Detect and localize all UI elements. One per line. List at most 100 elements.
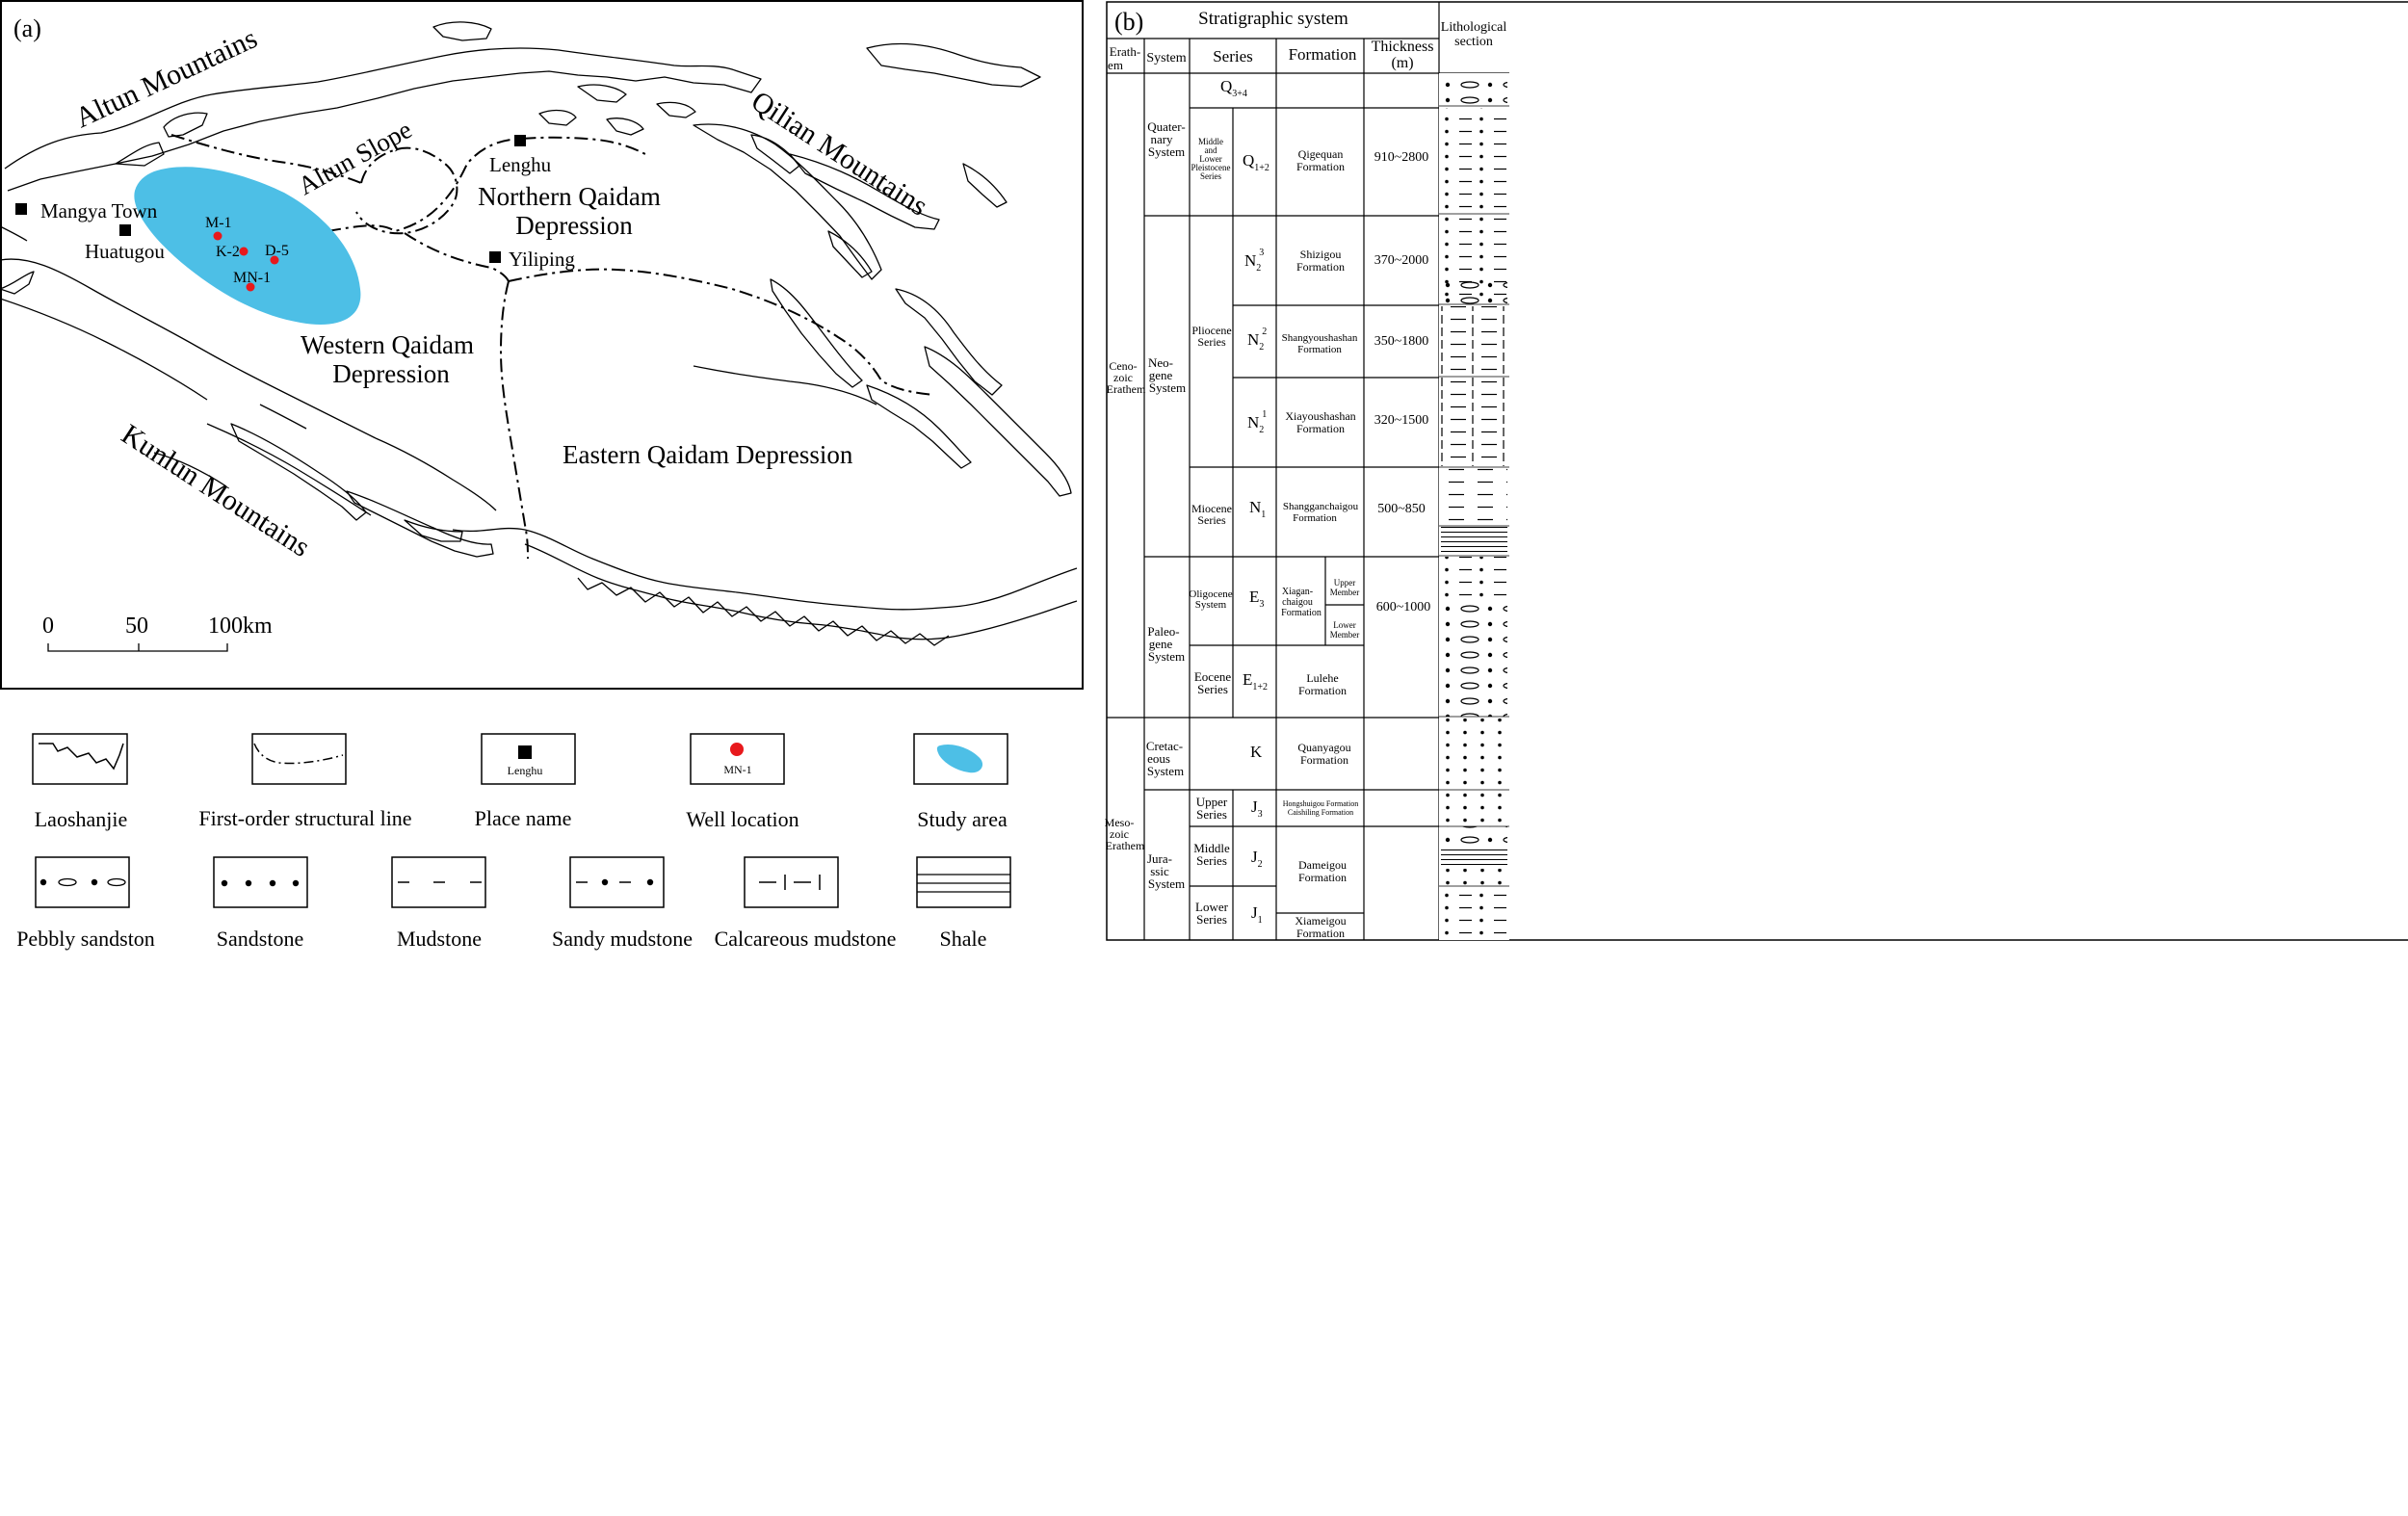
series-oligocene-2: System [1195, 599, 1227, 611]
formation-j1-1: Xiameigou [1295, 914, 1346, 928]
series-eocene-2: Series [1197, 682, 1228, 696]
system-paleogene-2: gene [1149, 637, 1173, 651]
place-huatugou-label: Huatugou [85, 240, 165, 263]
legend-sandstone-label: Sandstone [217, 927, 303, 951]
northern-depression-label-1: Northern Qaidam [478, 182, 661, 211]
legend-place-label: Place name [475, 806, 572, 830]
legend-sandymud-label: Sandy mudstone [552, 927, 693, 951]
system-jurassic-1: Jura- [1147, 851, 1172, 866]
well-m1-marker [213, 231, 222, 241]
scale-tick-100: 100km [208, 614, 273, 639]
panel-a-label: (a) [13, 14, 41, 42]
series-jlower-1: Lower [1195, 900, 1229, 914]
header-litho-2: section [1454, 35, 1493, 49]
unit-n1-symbol: N1 [1249, 498, 1266, 520]
series-jupper-2: Series [1196, 807, 1227, 822]
unit-j1-symbol: J1 [1251, 903, 1263, 926]
study-area [134, 167, 361, 325]
thickness-n21: 320~1500 [1374, 413, 1429, 428]
scale-tick-50: 50 [125, 614, 148, 639]
series-miocene-1: Miocene [1191, 502, 1232, 515]
well-d5-label: D-5 [265, 243, 289, 259]
legend-well-dot [730, 743, 744, 756]
formation-e3-2: chaigou [1282, 597, 1313, 608]
thickness-n23: 370~2000 [1374, 253, 1429, 268]
western-depression-label-2: Depression [332, 359, 450, 388]
place-marker-mangya [15, 203, 27, 215]
legend-place-square [518, 745, 532, 759]
unit-k-symbol: K [1250, 743, 1263, 761]
series-pleisto-1: Middle [1198, 137, 1223, 146]
series-pleisto-3: Lower [1199, 154, 1222, 164]
unit-e3-symbol: E3 [1249, 588, 1264, 610]
unit-e12-symbol: E1+2 [1243, 670, 1268, 693]
series-jmiddle-2: Series [1196, 853, 1227, 868]
formation-k-1: Quanyagou [1297, 741, 1350, 754]
place-yiliping-label: Yiliping [509, 248, 575, 271]
formation-j3-2: Caishiling Formation [1288, 808, 1353, 817]
formation-n22-1: Shangyoushashan [1282, 332, 1358, 344]
system-paleogene-3: System [1148, 649, 1185, 664]
erathem-cenozoic-3: Erathem [1107, 382, 1146, 396]
system-cretaceous-1: Cretac- [1146, 739, 1183, 753]
legend-well-box [690, 733, 785, 785]
western-depression-label-1: Western Qaidam [301, 330, 474, 359]
legend-calcmud-label: Calcareous mudstone [715, 927, 897, 951]
system-cretaceous-3: System [1147, 764, 1184, 778]
wells: M-1 K-2 D-5 MN-1 [205, 215, 289, 292]
northern-depression-label-2: Depression [515, 211, 633, 240]
scale-bar: 0 50 100km [42, 614, 273, 652]
formation-e12-1: Lulehe [1306, 671, 1338, 685]
erathem-mesozoic-2: zoic [1110, 827, 1129, 841]
structural-lines [170, 134, 935, 560]
place-marker-huatugou [119, 224, 131, 236]
formation-j2-1: Dameigou [1298, 858, 1347, 872]
system-jurassic-3: System [1148, 876, 1185, 891]
well-d5-marker [270, 255, 279, 265]
panel-b-label: (b) [1114, 8, 1143, 36]
formation-k-2: Formation [1300, 753, 1348, 767]
legend-laoshanjie-box [32, 733, 128, 785]
system-quaternary-1: Quater- [1147, 119, 1185, 134]
erathem-cenozoic-1: Ceno- [1109, 359, 1137, 373]
series-jlower-2: Series [1196, 912, 1227, 927]
legend-place-sample: Lenghu [508, 764, 543, 777]
formation-n1-1: Shangganchaigou [1283, 501, 1359, 512]
strat-table: (b) Stratigraphic system Erath- em Syste… [1105, 1, 2408, 941]
header-thickness-1: Thickness [1372, 39, 1434, 55]
system-neogene-1: Neo- [1148, 355, 1173, 370]
place-lenghu-label: Lenghu [489, 153, 552, 176]
erathem-mesozoic-3: Erathem [1106, 839, 1145, 852]
formation-q12-1: Qigequan [1298, 147, 1344, 161]
well-k2-marker [239, 247, 249, 256]
formation-q12-2: Formation [1296, 160, 1345, 173]
formation-j1-2: Formation [1296, 927, 1345, 940]
system-quaternary-3: System [1148, 144, 1185, 159]
series-jmiddle-1: Middle [1193, 841, 1230, 855]
scale-tick-0: 0 [42, 614, 54, 639]
header-series: Series [1213, 47, 1253, 65]
well-m1-label: M-1 [205, 215, 232, 231]
series-oligocene-1: Oligocene [1189, 588, 1232, 600]
formation-j3-1: Hongshuigou Formation [1283, 799, 1358, 808]
system-jurassic-2: ssic [1150, 864, 1169, 878]
legend-shale-box [916, 856, 1011, 908]
unit-n22-symbol: N22 [1247, 327, 1267, 353]
legend-mudstone-label: Mudstone [397, 927, 482, 951]
formation-n21-2: Formation [1296, 422, 1345, 435]
legend-laoshanjie-label: Laoshanjie [35, 807, 128, 831]
legend-pebbly-box [35, 856, 130, 908]
formation-n22-2: Formation [1297, 344, 1342, 355]
series-pliocene-2: Series [1197, 335, 1226, 349]
erathem-cenozoic-2: zoic [1113, 371, 1133, 384]
legend: Lenghu MN-1 Laoshanjie First-order struc… [16, 733, 1011, 951]
thickness-e3: 600~1000 [1376, 600, 1431, 614]
member-lower-2: Member [1330, 630, 1360, 640]
formation-n21-1: Xiayoushashan [1285, 409, 1355, 423]
series-pleisto-5: Series [1200, 171, 1221, 181]
well-mn1-label: MN-1 [233, 270, 271, 286]
series-q34-symbol: Q3+4 [1220, 77, 1247, 99]
thickness-n1: 500~850 [1377, 502, 1426, 516]
legend-sandstone-box [213, 856, 308, 908]
